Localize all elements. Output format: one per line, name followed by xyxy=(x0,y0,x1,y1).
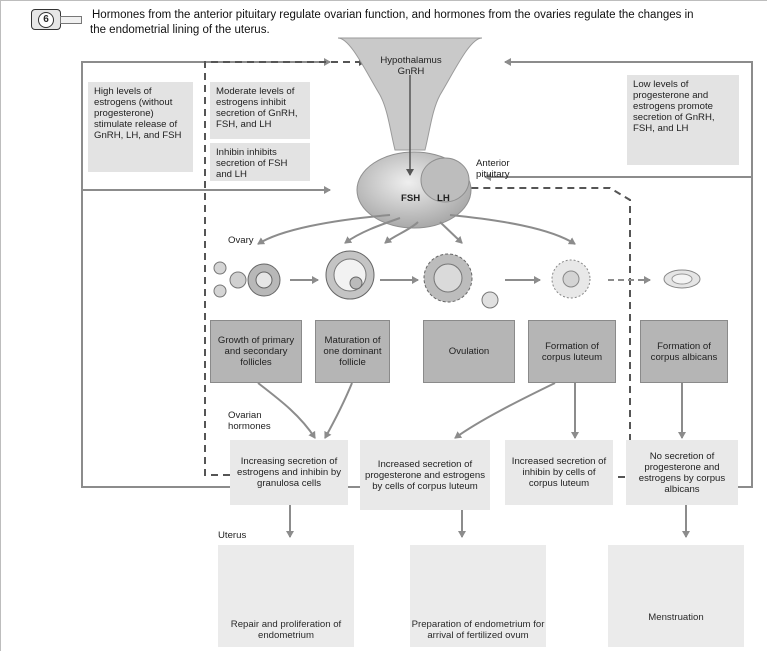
gnrh-label: GnRH xyxy=(397,66,425,77)
caption-line-2: the endometrial lining of the uterus. xyxy=(90,24,270,36)
uterus-label: Uterus xyxy=(218,530,247,541)
uterus-panel-repair-label: Repair and proliferation of endometrium xyxy=(230,619,342,641)
dashed-inhibition-estrogen xyxy=(204,58,366,476)
lh-arrow-2 xyxy=(439,221,463,244)
high-estrogen-feedback-box: High levels of estrogens (without proges… xyxy=(88,82,193,172)
step-badge-tail xyxy=(60,16,82,24)
lh-arrow-1 xyxy=(384,221,419,244)
anterior-pituitary-label: Anterior pituitary xyxy=(476,158,510,180)
dashed-inhibition-corpus xyxy=(439,184,631,478)
ovary-stage-growth: Growth of primary and secondary follicle… xyxy=(210,320,302,383)
moderate-estrogen-feedback-box: Moderate levels of estrogens inhibit sec… xyxy=(210,82,310,139)
dominant-follicle-graphic xyxy=(325,250,375,300)
ovary-stage-corpus-luteum: Formation of corpus luteum xyxy=(528,320,616,383)
stage-to-hormone-2 xyxy=(324,382,353,439)
fsh-label: FSH xyxy=(401,193,421,204)
ovary-stage-corpus-albicans: Formation of corpus albicans xyxy=(640,320,728,383)
stage-to-hormone-1 xyxy=(257,382,316,439)
ovarian-hormones-label: Ovarian hormones xyxy=(228,410,271,432)
lh-label: LH xyxy=(437,193,450,204)
hormone-inhibin-corpus-luteum: Increased secretion of inhibin by cells … xyxy=(505,440,613,505)
corpus-luteum-graphic xyxy=(551,259,591,299)
inhibin-feedback-box: Inhibin inhibits secretion of FSH and LH xyxy=(210,143,310,181)
uterus-panel-preparation-label: Preparation of endometrium for arrival o… xyxy=(411,619,545,641)
posterior-pituitary-shape xyxy=(420,157,470,203)
uterus-panel-menstruation: Menstruation xyxy=(608,545,744,647)
step-badge: 6 xyxy=(31,9,61,30)
hormone-estrogen-inhibin: Increasing secretion of estrogens and in… xyxy=(230,440,348,505)
stage-to-hormone-3 xyxy=(454,382,556,439)
caption-line-1: Hormones from the anterior pituitary reg… xyxy=(92,9,694,21)
ovary-stage-ovulation: Ovulation xyxy=(423,320,515,383)
uterus-panel-menstruation-label: Menstruation xyxy=(648,612,704,623)
primary-follicles-graphic xyxy=(213,261,281,298)
ovary-label: Ovary xyxy=(228,235,254,246)
lh-arrow-3 xyxy=(449,214,576,245)
ovulation-graphic xyxy=(423,253,499,309)
ovary-stage-maturation: Maturation of one dominant follicle xyxy=(315,320,390,383)
hypothalamus-label: Hypothalamus xyxy=(380,55,442,66)
uterus-panel-preparation: Preparation of endometrium for arrival o… xyxy=(410,545,546,647)
uterus-panel-repair: Repair and proliferation of endometrium xyxy=(218,545,354,647)
figure-caption: Hormones from the anterior pituitary reg… xyxy=(90,8,768,38)
corpus-albicans-graphic xyxy=(663,269,701,289)
low-levels-feedback-box: Low levels of progesterone and estrogens… xyxy=(627,75,739,165)
hormone-progesterone-estrogen: Increased secretion of progesterone and … xyxy=(360,440,490,510)
fsh-arrow-1 xyxy=(257,214,391,245)
fsh-arrow-2 xyxy=(344,217,401,244)
hormone-none-corpus-albicans: No secretion of progesterone and estroge… xyxy=(626,440,738,505)
